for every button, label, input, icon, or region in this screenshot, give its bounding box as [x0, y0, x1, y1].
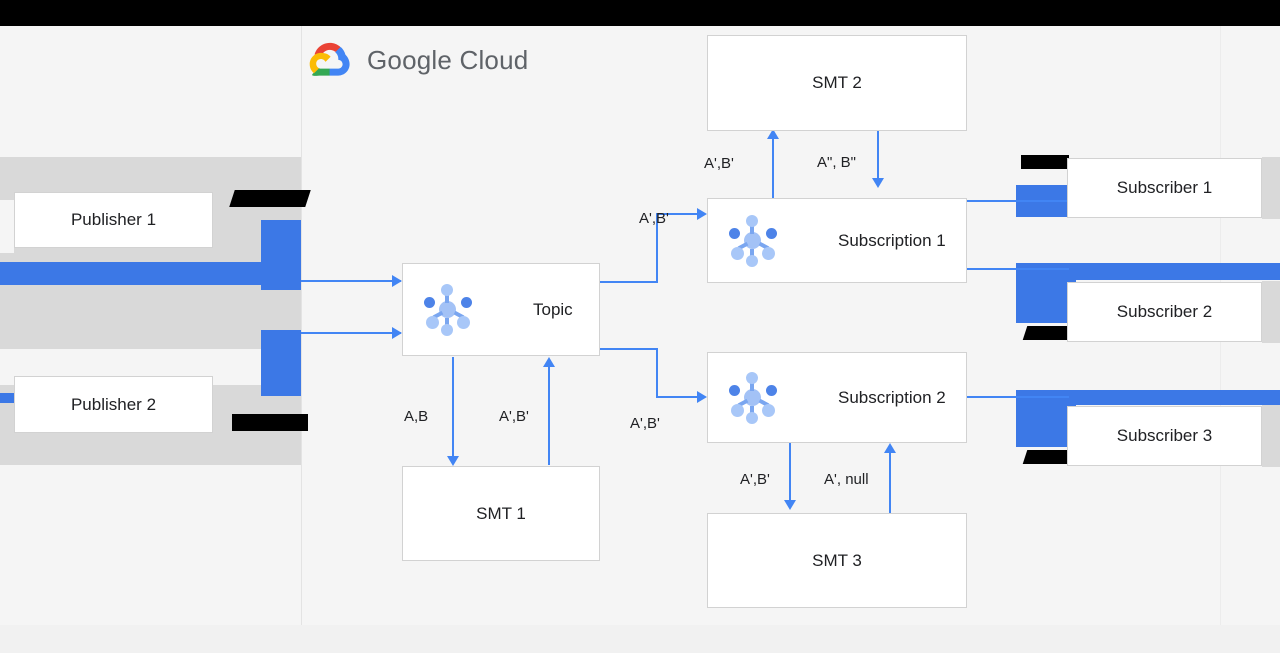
edge-subscription1-to-subscriber1: [967, 200, 1069, 202]
google-cloud-logo-icon: [309, 40, 355, 80]
glitch-band-right-1: [1262, 157, 1280, 219]
pubsub-icon: [726, 214, 780, 268]
smt-2-box[interactable]: SMT 2: [707, 35, 967, 131]
subscription-2-label: Subscription 2: [838, 387, 946, 407]
redaction-bar-left-bottom: [232, 414, 308, 431]
subscriber-2-box[interactable]: Subscriber 2: [1067, 282, 1262, 342]
glitch-gap-left-a: [0, 200, 14, 253]
edge-topic-sub1-seg1: [600, 281, 658, 283]
edge-label-subscription1-to-smt2: A',B': [704, 155, 734, 172]
brand-name-secondary: Cloud: [459, 44, 529, 75]
arrowhead-sub2-smt3: [784, 500, 796, 510]
edge-label-smt1-to-topic: A',B': [499, 408, 529, 425]
brand-name-primary: Google: [367, 44, 453, 75]
subscription-1-label: Subscription 1: [838, 230, 946, 250]
edge-publisher1-to-topic: [301, 280, 401, 282]
edge-topic-sub1-seg2: [656, 213, 658, 283]
glitch-block-left-lower: [261, 330, 301, 396]
arrowhead-smt2-sub1: [872, 178, 884, 188]
publisher-2-label: Publisher 2: [70, 394, 157, 414]
arrowhead-smt3-sub2: [884, 443, 896, 453]
edge-topic-to-smt1-vertical: [452, 357, 454, 462]
topic-box[interactable]: Topic: [402, 263, 600, 356]
edge-topic-sub2-seg2: [656, 348, 658, 397]
top-black-bar: [0, 0, 1280, 26]
smt-1-box[interactable]: SMT 1: [402, 466, 600, 561]
glitch-stub-left: [0, 393, 14, 403]
google-cloud-wordmark: Google Cloud: [367, 45, 528, 76]
edge-label-smt2-to-subscription1: A", B": [817, 154, 856, 171]
edge-smt2-to-sub1-vertical: [877, 130, 879, 182]
subscriber-3-box[interactable]: Subscriber 3: [1067, 406, 1262, 466]
edge-subscription2-to-subscriber3: [967, 396, 1069, 398]
pubsub-icon: [726, 371, 780, 425]
edge-topic-sub2-seg1: [600, 348, 658, 350]
smt-3-label: SMT 3: [812, 550, 862, 570]
subscriber-3-label: Subscriber 3: [1116, 426, 1213, 445]
arrowhead-sub1-smt2: [767, 129, 779, 139]
smt-1-label: SMT 1: [476, 503, 526, 523]
subscription-1-box[interactable]: Subscription 1: [707, 198, 967, 283]
glitch-band-right-sub3: [1016, 390, 1280, 405]
smt-2-label: SMT 2: [812, 73, 862, 92]
publisher-1-box[interactable]: Publisher 1: [14, 192, 213, 248]
edge-label-smt3-to-subscription2: A', null: [824, 471, 869, 488]
subscriber-1-box[interactable]: Subscriber 1: [1067, 158, 1262, 218]
edge-label-topic-to-subscription2: A',B': [630, 415, 660, 432]
subscriber-1-label: Subscriber 1: [1116, 178, 1213, 197]
arrowhead-topic-subscription1: [697, 208, 707, 220]
topic-label: Topic: [533, 299, 573, 319]
edge-label-subscription2-to-smt3: A',B': [740, 471, 770, 488]
glitch-band-right-3: [1262, 405, 1280, 467]
glitch-block-left-upper: [261, 220, 301, 290]
edge-sub2-to-smt3-vertical: [789, 443, 791, 505]
arrowhead-publisher2-topic: [392, 327, 402, 339]
edge-topic-sub2-seg3: [656, 396, 700, 398]
arrowhead-topic-smt1: [447, 456, 459, 466]
arrowhead-smt1-topic: [543, 357, 555, 367]
publisher-2-box[interactable]: Publisher 2: [14, 376, 213, 433]
glitch-block-right-2: [1016, 280, 1076, 323]
redaction-bar-left-top: [229, 190, 311, 207]
glitch-band-left-horizontal: [0, 262, 261, 285]
bottom-strip: [0, 625, 1280, 653]
edge-label-topic-to-subscription1: A',B': [639, 210, 669, 227]
subscription-2-box[interactable]: Subscription 2: [707, 352, 967, 443]
glitch-block-right-3: [1016, 404, 1076, 447]
pubsub-icon: [421, 283, 475, 337]
google-cloud-logo: Google Cloud: [309, 40, 528, 80]
publisher-1-label: Publisher 1: [70, 210, 157, 229]
edge-topic-sub1-seg3: [656, 213, 700, 215]
edge-subscription1-to-subscriber2: [967, 268, 1069, 270]
smt-3-box[interactable]: SMT 3: [707, 513, 967, 608]
edge-label-topic-to-smt1: A,B: [404, 408, 429, 425]
edge-smt3-to-sub2-vertical: [889, 452, 891, 514]
glitch-band-right-sub2: [1016, 263, 1280, 280]
edge-sub1-to-smt2-vertical: [772, 138, 774, 198]
glitch-band-right-2: [1262, 281, 1280, 343]
arrowhead-publisher1-topic: [392, 275, 402, 287]
edge-smt1-to-topic-vertical: [548, 366, 550, 465]
edge-publisher2-to-topic: [301, 332, 401, 334]
subscriber-2-label: Subscriber 2: [1116, 302, 1213, 321]
arrowhead-topic-subscription2: [697, 391, 707, 403]
redaction-bar-right-top: [1021, 155, 1069, 169]
